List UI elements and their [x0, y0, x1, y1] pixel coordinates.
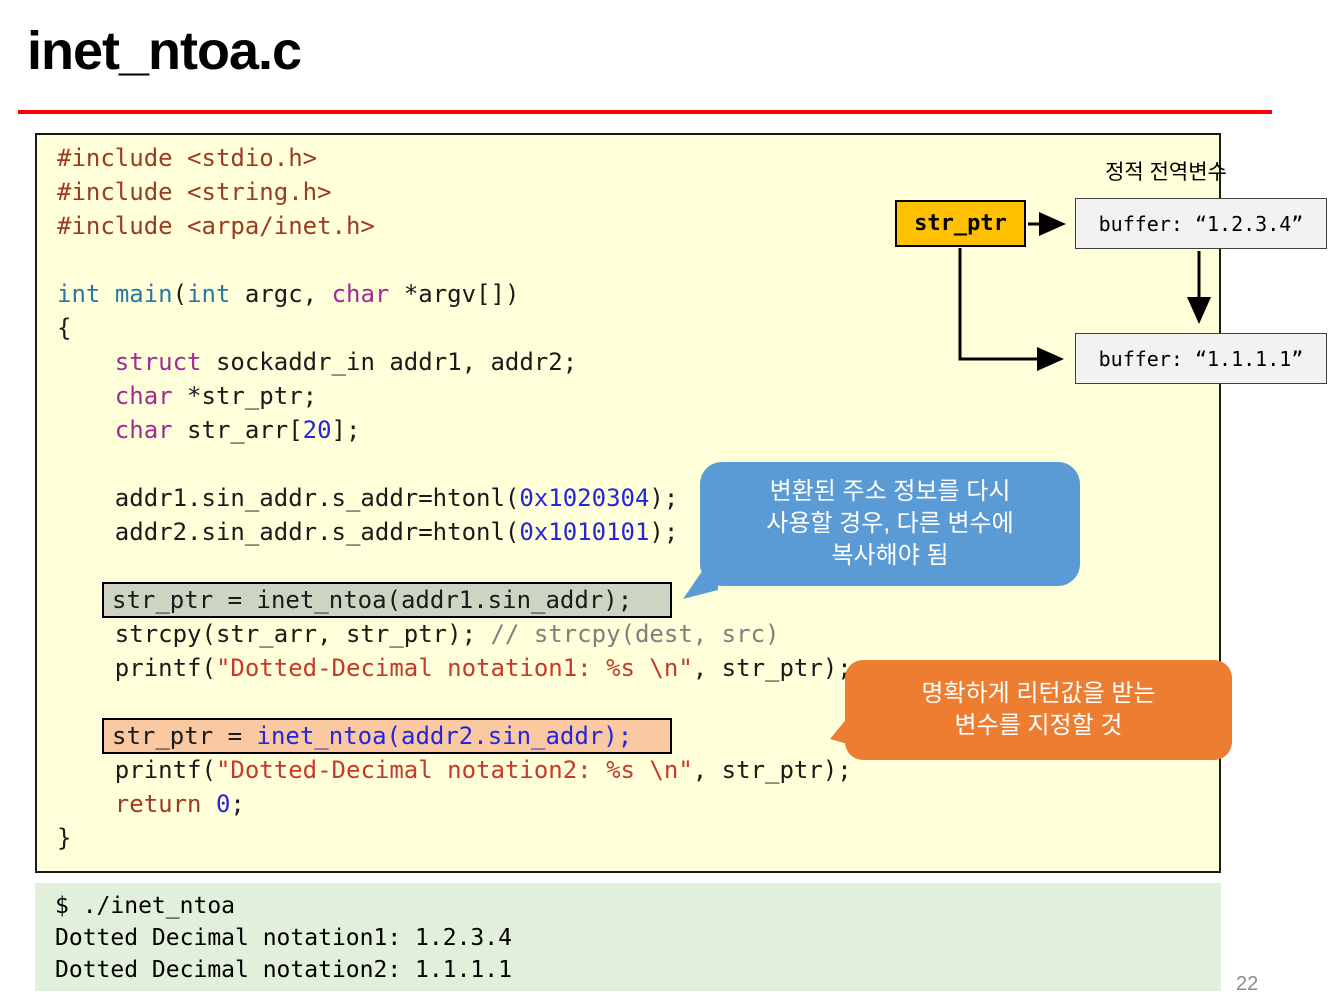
code-line: printf("Dotted-Decimal notation1: %s \n"…: [57, 651, 1219, 685]
code-span: str_ptr = inet_ntoa(addr1.sin_addr);: [112, 586, 633, 614]
code-span: char: [114, 416, 173, 444]
code-span: strcpy(str_arr, str_ptr);: [57, 620, 491, 648]
code-span: , str_ptr);: [692, 654, 852, 682]
code-span: char: [331, 280, 390, 308]
terminal-line: $ ./inet_ntoa: [55, 893, 236, 919]
callout-line: 변수를 지정할 것: [954, 712, 1123, 739]
page-number: 22: [1236, 973, 1259, 995]
str-ptr-box: str_ptr: [895, 200, 1026, 247]
code-span: , str_ptr);: [692, 756, 852, 784]
code-span: *str_ptr;: [172, 382, 318, 410]
code-span: str_ptr =: [112, 722, 257, 750]
code-line: printf("Dotted-Decimal notation2: %s \n"…: [57, 753, 1219, 787]
code-span: argc,: [230, 280, 332, 308]
code-line: str_ptr = inet_ntoa(addr1.sin_addr);: [57, 582, 1219, 618]
code-span: [57, 382, 115, 410]
code-block: #include <stdio.h> #include <string.h> #in…: [37, 135, 1219, 855]
callout-line: 변환된 주소 정보를 다시: [769, 478, 1011, 505]
code-line: char str_arr[20];: [57, 413, 1219, 447]
code-line: {: [57, 311, 1219, 345]
callout-line: 복사해야 됨: [831, 542, 949, 569]
code-span: int: [187, 280, 231, 308]
code-line: }: [57, 821, 1219, 855]
title-underline: [18, 110, 1272, 114]
code-span: // strcpy(dest, src): [490, 620, 780, 648]
static-global-variable-label: 정적 전역변수: [1105, 161, 1227, 184]
code-span: sockaddr_in addr1, addr2;: [201, 348, 578, 376]
code-line: str_ptr = inet_ntoa(addr2.sin_addr);: [57, 718, 1219, 754]
code-line: addr2.sin_addr.s_addr=htonl(0x1010101);: [57, 515, 1219, 549]
code-span: main: [114, 280, 173, 308]
code-line: int main(int argc, char *argv[]): [57, 277, 1219, 311]
code-span: printf(: [57, 756, 216, 784]
code-span: char: [114, 382, 173, 410]
code-span: #include <stdio.h>: [57, 144, 318, 172]
code-span: printf(: [57, 654, 216, 682]
code-span: [57, 416, 115, 444]
code-highlight-orange: str_ptr = inet_ntoa(addr2.sin_addr);: [102, 718, 672, 754]
code-span: int: [57, 280, 101, 308]
code-span: (: [172, 280, 188, 308]
code-span: *argv[]): [389, 280, 520, 308]
callout-line: 명확하게 리턴값을 받는: [921, 680, 1156, 707]
code-span: );: [649, 484, 679, 512]
code-line: return 0;: [57, 787, 1219, 821]
buffer2-box: buffer: “1.1.1.1”: [1075, 333, 1327, 384]
code-span: "Dotted-Decimal notation2: %s \n": [215, 756, 693, 784]
code-span: ];: [331, 416, 361, 444]
code-span: 20: [302, 416, 332, 444]
code-line: #include <arpa/inet.h>: [57, 209, 1219, 243]
code-span: addr2.sin_addr.s_addr=htonl(: [57, 518, 520, 546]
code-line: addr1.sin_addr.s_addr=htonl(0x1020304);: [57, 481, 1219, 515]
code-span: 0x1020304: [519, 484, 650, 512]
code-span: ;: [230, 790, 245, 818]
code-span: #include <string.h>: [57, 178, 332, 206]
code-span: #include <arpa/inet.h>: [57, 212, 375, 240]
code-line: strcpy(str_arr, str_ptr); // strcpy(dest…: [57, 617, 1219, 651]
code-span: {: [57, 314, 72, 342]
code-span: struct: [114, 348, 202, 376]
code-line: char *str_ptr;: [57, 379, 1219, 413]
code-span: }: [57, 824, 72, 852]
code-span: "Dotted-Decimal notation1: %s \n": [215, 654, 693, 682]
code-line: #include <stdio.h>: [57, 141, 1219, 175]
code-span: 0: [215, 790, 231, 818]
callout-line: 사용할 경우, 다른 변수에: [766, 510, 1014, 537]
code-span: [202, 790, 216, 818]
code-span: [57, 790, 115, 818]
code-span: [57, 348, 115, 376]
code-span: addr1.sin_addr.s_addr=htonl(: [57, 484, 520, 512]
page-title: inet_ntoa.c: [27, 21, 302, 81]
code-span: inet_ntoa(addr2.sin_addr);: [256, 722, 633, 750]
terminal-line: Dotted Decimal notation2: 1.1.1.1: [55, 957, 512, 983]
code-span: 0x1010101: [519, 518, 650, 546]
code-line: #include <string.h>: [57, 175, 1219, 209]
code-highlight-green: str_ptr = inet_ntoa(addr1.sin_addr);: [102, 582, 672, 618]
code-span: return: [114, 790, 202, 818]
buffer1-box: buffer: “1.2.3.4”: [1075, 198, 1327, 249]
code-span: );: [649, 518, 679, 546]
code-line: struct sockaddr_in addr1, addr2;: [57, 345, 1219, 379]
code-line: [57, 243, 1219, 277]
terminal-line: Dotted Decimal notation1: 1.2.3.4: [55, 925, 512, 951]
code-span: [100, 280, 114, 308]
code-span: str_arr[: [172, 416, 303, 444]
